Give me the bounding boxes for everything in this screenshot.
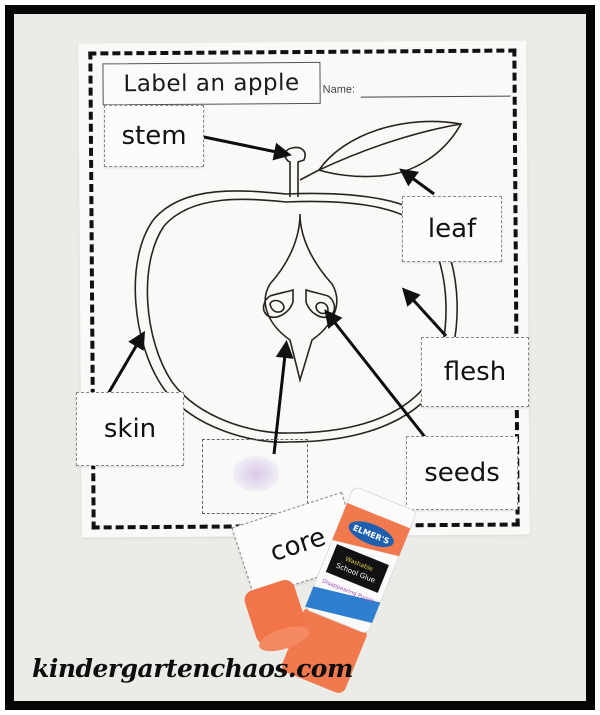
photo-scene: Label an apple Name: (14, 14, 586, 701)
stem-arrow (203, 135, 292, 161)
flesh-arrow (401, 287, 448, 338)
label-stem-text: stem (121, 121, 187, 151)
glue-cap (244, 580, 309, 652)
leaf-arrow (399, 168, 435, 196)
label-card-stem[interactable]: stem (104, 105, 204, 167)
photo-frame: Label an apple Name: (5, 5, 595, 710)
core-arrow (272, 340, 294, 455)
label-skin-text: skin (103, 414, 157, 444)
apple-diagram (106, 120, 463, 455)
watermark: kindergartenchaos.com (32, 654, 353, 683)
skin-arrow (106, 330, 146, 395)
label-seeds-text: seeds (424, 458, 500, 488)
core-label-slot[interactable] (202, 439, 308, 514)
label-card-flesh[interactable]: flesh (421, 337, 529, 407)
seeds-arrow (324, 309, 434, 447)
label-arrows (106, 135, 448, 455)
glue-stick: Washable School Glue ELMER'S Disappearin… (244, 487, 416, 693)
label-card-leaf[interactable]: leaf (402, 196, 502, 262)
label-flesh-text: flesh (443, 357, 507, 387)
label-card-seeds[interactable]: seeds (406, 436, 518, 510)
label-card-skin[interactable]: skin (76, 392, 184, 466)
glue-smudge (233, 456, 279, 492)
label-leaf-text: leaf (427, 214, 477, 244)
